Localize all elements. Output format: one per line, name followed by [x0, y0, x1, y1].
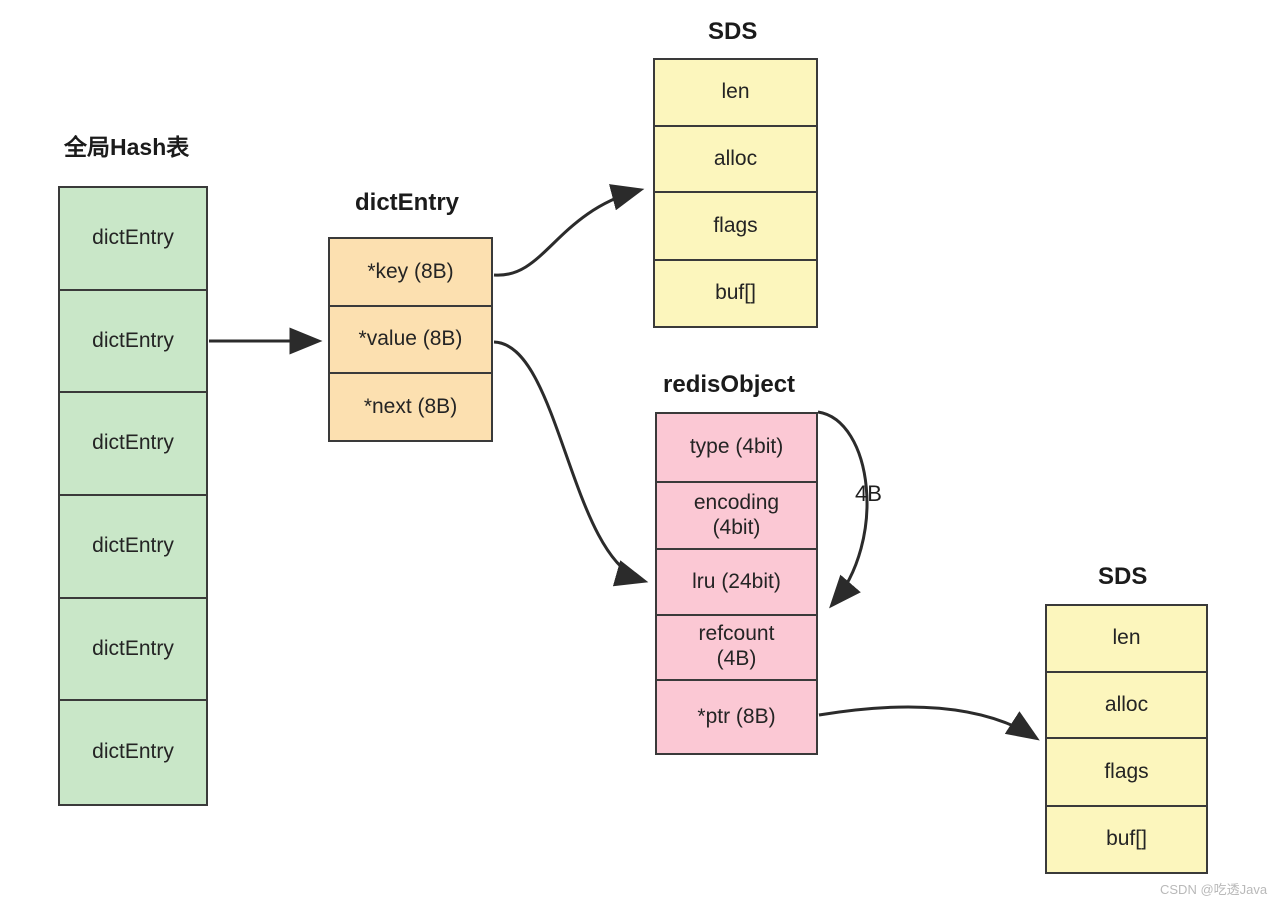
sds-bottom-title: SDS — [1098, 563, 1148, 590]
redisobject-field-refcount[interactable]: refcount (4B) — [657, 615, 816, 681]
sds-top-title: SDS — [708, 18, 758, 45]
dictentry-field-next[interactable]: *next (8B) — [330, 374, 491, 440]
redisobject-field-ptr[interactable]: *ptr (8B) — [657, 680, 816, 753]
watermark: CSDN @吃透Java — [1160, 882, 1268, 897]
sds-bottom-struct: len alloc flags buf[] — [1045, 604, 1208, 874]
global-hash-table: dictEntry dictEntry dictEntry dictEntry … — [58, 186, 208, 806]
dictentry-struct: *key (8B) *value (8B) *next (8B) — [328, 237, 493, 442]
redisobject-field-encoding[interactable]: encoding (4bit) — [657, 483, 816, 551]
sds-top-struct: len alloc flags buf[] — [653, 58, 818, 328]
redisobject-title: redisObject — [663, 371, 796, 398]
sds-bottom-field-buf[interactable]: buf[] — [1047, 807, 1206, 872]
dictentry-field-value[interactable]: *value (8B) — [330, 307, 491, 374]
sds-top-field-flags[interactable]: flags — [655, 193, 816, 261]
hash-bucket[interactable]: dictEntry — [60, 290, 206, 394]
sds-bottom-field-len[interactable]: len — [1047, 606, 1206, 673]
arrow-key-to-sds-top — [493, 184, 645, 277]
arrow-ptr-to-sds-bottom — [818, 705, 1040, 741]
hash-bucket[interactable]: dictEntry — [60, 188, 206, 291]
dictentry-field-key[interactable]: *key (8B) — [330, 239, 491, 307]
sds-top-field-alloc[interactable]: alloc — [655, 127, 816, 194]
redisobject-struct: type (4bit) encoding (4bit) lru (24bit) … — [655, 412, 818, 755]
redisobject-field-lru[interactable]: lru (24bit) — [657, 550, 816, 616]
arrow-4b-span — [817, 410, 869, 609]
arrow-value-to-redisobject — [493, 340, 649, 587]
sds-top-field-buf[interactable]: buf[] — [655, 261, 816, 326]
hash-bucket[interactable]: dictEntry — [60, 393, 206, 497]
sds-bottom-field-alloc[interactable]: alloc — [1047, 673, 1206, 740]
sds-top-field-len[interactable]: len — [655, 60, 816, 127]
annotation-4b: 4B — [855, 481, 882, 506]
redisobject-field-type[interactable]: type (4bit) — [657, 414, 816, 484]
hash-bucket[interactable]: dictEntry — [60, 598, 206, 702]
hash-bucket[interactable]: dictEntry — [60, 496, 206, 599]
sds-bottom-field-flags[interactable]: flags — [1047, 739, 1206, 807]
dictentry-title: dictEntry — [355, 189, 460, 216]
hash-table-title: 全局Hash表 — [64, 134, 190, 160]
hash-bucket[interactable]: dictEntry — [60, 701, 206, 805]
